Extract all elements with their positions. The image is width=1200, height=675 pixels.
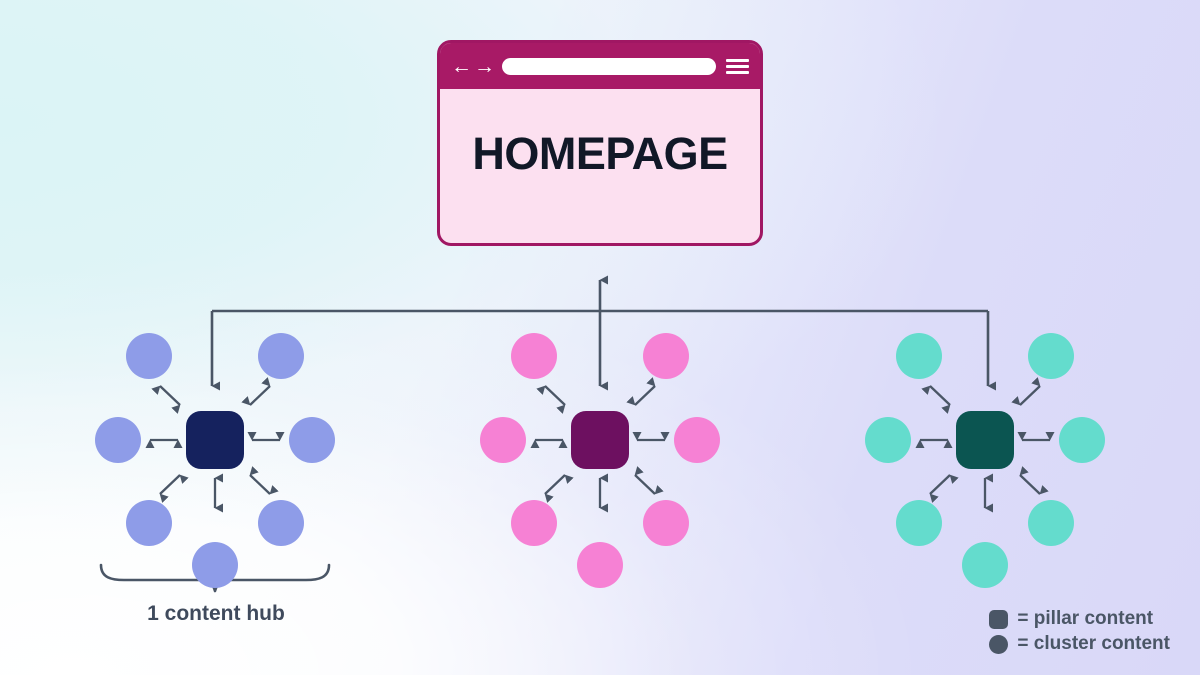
cluster-content-node[interactable] <box>126 500 172 546</box>
cluster-content-node[interactable] <box>674 417 720 463</box>
cluster-content-node[interactable] <box>289 417 335 463</box>
homepage-title: HOMEPAGE <box>472 128 728 179</box>
browser-chrome-bar: ← → <box>440 43 760 89</box>
cluster-content-node[interactable] <box>480 417 526 463</box>
back-arrow-icon[interactable]: ← <box>451 54 472 78</box>
content-hub-label: 1 content hub <box>147 602 285 625</box>
legend-item-pillar: = pillar content <box>989 608 1170 630</box>
pillar-content-node[interactable] <box>956 411 1014 469</box>
cluster-swatch-icon <box>989 634 1009 654</box>
pillar-content-node[interactable] <box>186 411 244 469</box>
cluster-content-node[interactable] <box>126 333 172 379</box>
hamburger-menu-icon[interactable] <box>726 58 749 74</box>
cluster-content-node[interactable] <box>192 542 238 588</box>
url-input[interactable] <box>502 57 716 75</box>
cluster-content-node[interactable] <box>1028 333 1074 379</box>
cluster-content-node[interactable] <box>643 333 689 379</box>
legend-item-cluster: = cluster content <box>989 633 1170 655</box>
legend-label-cluster: = cluster content <box>1017 633 1170 654</box>
pillar-swatch-icon <box>989 609 1009 629</box>
cluster-content-node[interactable] <box>896 333 942 379</box>
cluster-content-node[interactable] <box>511 500 557 546</box>
content-hub-cluster-2 <box>480 320 720 588</box>
cluster-content-node[interactable] <box>896 500 942 546</box>
cluster-content-node[interactable] <box>643 500 689 546</box>
cluster-content-node[interactable] <box>258 333 304 379</box>
content-hub-brace <box>99 563 331 593</box>
cluster-content-node[interactable] <box>577 542 623 588</box>
legend-label-pillar: = pillar content <box>1017 608 1154 629</box>
cluster-content-node[interactable] <box>1059 417 1105 463</box>
homepage-browser-window: ← → HOMEPAGE <box>437 40 763 246</box>
content-hub-cluster-1 <box>95 320 335 588</box>
cluster-content-node[interactable] <box>865 417 911 463</box>
cluster-content-node[interactable] <box>258 500 304 546</box>
cluster-content-node[interactable] <box>1028 500 1074 546</box>
cluster-content-node[interactable] <box>95 417 141 463</box>
content-hub-cluster-3 <box>865 320 1105 588</box>
cluster-content-node[interactable] <box>511 333 557 379</box>
forward-arrow-icon[interactable]: → <box>474 54 495 78</box>
browser-viewport: HOMEPAGE <box>440 89 760 243</box>
cluster-content-node[interactable] <box>962 542 1008 588</box>
pillar-content-node[interactable] <box>571 411 629 469</box>
legend: = pillar content = cluster content <box>989 608 1170 655</box>
